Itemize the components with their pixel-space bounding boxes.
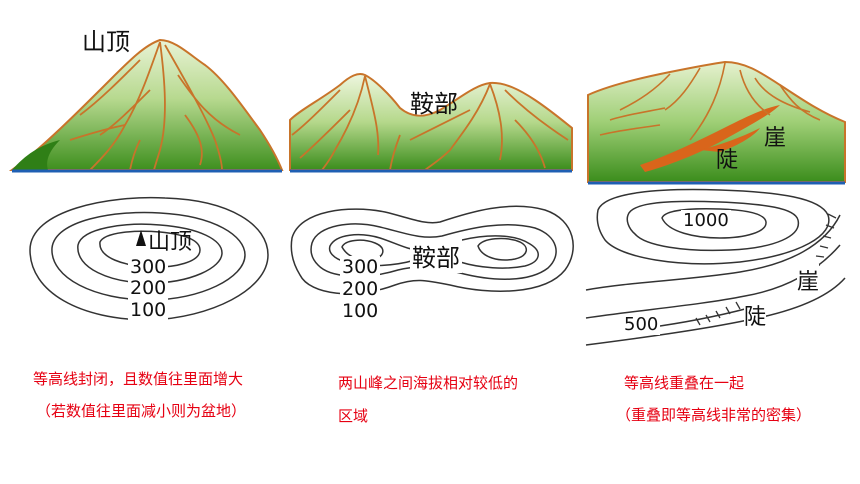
summit-contour-label: 山顶 bbox=[148, 230, 193, 255]
summit-contours bbox=[29, 196, 269, 321]
cliff-contour-label-cliff: 崖 bbox=[797, 264, 820, 296]
summit-contour-value-200: 200 bbox=[128, 277, 169, 299]
cliff-mountain-illustration bbox=[587, 60, 846, 183]
cliff-contour-label-steep: 陡 bbox=[744, 299, 767, 331]
saddle-contour-value-200: 200 bbox=[340, 278, 381, 300]
summit-triangle-icon bbox=[136, 230, 146, 246]
summit-caption-line1: 等高线封闭，且数值往里面增大 bbox=[33, 370, 244, 388]
cliff-contour-value-500: 500 bbox=[622, 314, 661, 335]
summit-contour-value-300: 300 bbox=[128, 256, 169, 278]
saddle-contour-value-300: 300 bbox=[340, 256, 381, 278]
saddle-caption-line1: 两山峰之间海拔相对较低的 bbox=[338, 374, 519, 392]
summit-mountain-label: 山顶 bbox=[82, 28, 130, 56]
cliff-mountain-label-cliff: 崖 bbox=[764, 126, 787, 151]
summit-contour-value-100: 100 bbox=[128, 299, 169, 321]
cliff-symbol-upper bbox=[812, 213, 837, 267]
saddle-caption-line2: 区域 bbox=[338, 407, 369, 425]
saddle-mountain-label: 鞍部 bbox=[410, 90, 458, 118]
cliff-contour-value-1000: 1000 bbox=[681, 210, 731, 231]
cliff-mountain-label-steep: 陡 bbox=[716, 148, 739, 173]
cliff-caption-line1: 等高线重叠在一起 bbox=[624, 374, 745, 392]
summit-mountain-illustration bbox=[8, 38, 284, 171]
cliff-caption-line2: （重叠即等高线非常的密集） bbox=[616, 406, 812, 424]
cliff-symbol-lower bbox=[695, 301, 741, 326]
saddle-contour-label: 鞍部 bbox=[410, 238, 462, 273]
saddle-mountain-illustration bbox=[289, 73, 573, 171]
saddle-contour-value-100: 100 bbox=[340, 300, 381, 322]
summit-caption-line2: （若数值往里面减小则为盆地） bbox=[36, 402, 247, 420]
